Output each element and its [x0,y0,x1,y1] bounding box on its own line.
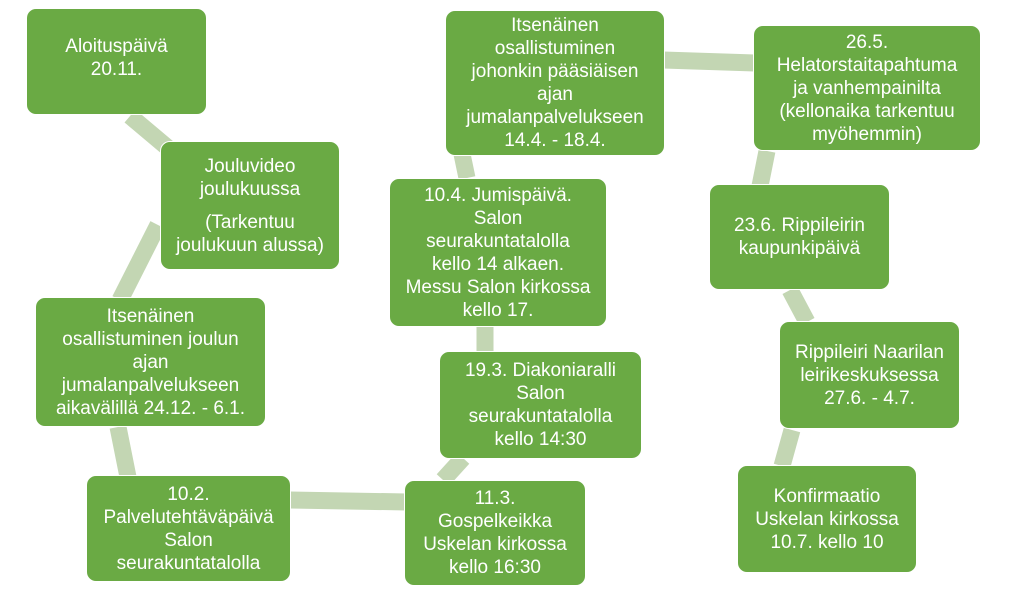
step-box-text: johonkin pääsiäisen [471,61,639,82]
step-box-text: kello 14 alkaen. [431,253,565,275]
step-box-text: joulukuussa [199,178,301,200]
step-box-paasiaisen-jumalanpalvelus: Itsenäinen osallistuminen johonkin pääsi… [445,10,665,156]
step-box-note: (Tarkentuu [205,211,295,233]
step-box-text: Salon [473,207,523,229]
step-box-diakoniaralli: 19.3. Diakoniaralli Salon seurakuntatalo… [439,351,642,459]
connector-9-10 [751,149,776,188]
connector-7-8 [453,152,476,180]
connector-11-12 [773,427,801,469]
step-box-joulun-jumalanpalvelus: Itsenäinen osallistuminen joulun ajan ju… [35,297,266,427]
step-box-text: kello 16:30 [449,557,541,578]
step-box-note: joulukuun alussa) [176,234,324,256]
step-box-text: leirikeskuksessa [800,364,939,386]
step-box-gospelkeikka: 11.3. Gospelkeikka Uskelan kirkossa kell… [404,480,586,586]
step-box-text: (kellonaika tarkentuu [779,100,955,122]
step-box-text: Aloituspäivä [65,36,168,57]
step-box-text: myöhemmin) [812,123,922,145]
step-box-text: 10.7. kello 10 [770,531,884,553]
step-box-text: Uskelan kirkossa [423,534,567,555]
step-box-text: aikavälillä 24.12. - 6.1. [55,397,246,419]
connector-10-11 [782,286,815,326]
step-box-text: kaupunkipäivä [738,238,861,259]
step-box-palvelutehtavapaiva: 10.2. Palvelutehtäväpäivä Salon seurakun… [86,475,291,582]
step-box-text: Salon [516,383,565,404]
step-box-text: osallistuminen [494,38,616,59]
step-box-text: Rippileiri Naarilan [795,341,944,363]
step-box-text: Jouluvideo [204,155,296,177]
step-box-jumispaiva: 10.4. Jumispäivä. Salon seurakuntataloll… [389,178,607,327]
step-box-kaupunkipaiva: 23.6. Rippileirin kaupunkipäivä [709,184,890,290]
step-box-text: Itsenäinen [106,305,195,327]
connector-5-6 [436,452,470,486]
step-box-text: osallistuminen joulun [62,328,239,350]
step-box-text: Gospelkeikka [437,511,553,532]
step-box-text: 19.3. Diakoniaralli [464,360,617,381]
step-box-helatorstaitapahtuma: 26.5. Helatorstaitapahtuma ja vanhempain… [753,25,981,151]
step-box-text: seurakuntatalolla [468,406,613,427]
step-box-text: Messu Salon kirkossa [405,276,591,298]
step-box-text: 20.11. [90,59,143,80]
step-box-text: 14.4. - 18.4. [504,130,606,151]
connector-2-3 [112,221,166,304]
step-box-text: 26.5. [845,31,889,53]
step-box-konfirmaatio: Konfirmaatio Uskelan kirkossa 10.7. kell… [737,465,917,573]
step-box-text: 10.2. [167,483,210,505]
step-box-text: kello 17. [462,299,534,321]
step-box-text: 27.6. - 4.7. [824,387,915,409]
step-box-text: 23.6. Rippileirin [734,215,865,236]
connector-1-2 [124,109,174,155]
step-box-text: jumalanpalvelukseen [61,374,240,396]
step-box-text: Salon [164,529,213,551]
step-box-text: jumalanpalvelukseen [466,107,644,128]
step-box-text: Helatorstaitapahtuma [776,54,958,76]
step-box-text: kello 14:30 [494,429,587,450]
step-box-text: seurakuntatalolla [426,230,570,252]
step-box-text: Palvelutehtäväpäivä [103,506,274,528]
step-box-text: ja vanhempainilta [793,77,941,99]
connector-3-4 [109,425,137,479]
step-box-rippileiri: Rippileiri Naarilan leirikeskuksessa 27.… [779,321,960,429]
step-box-jouluvideo: Jouluvideo joulukuussa (Tarkentuu jouluk… [160,141,340,270]
connector-8-9 [662,51,756,72]
step-box-text: Konfirmaatio [773,485,881,507]
step-box-text: 10.4. Jumispäivä. [424,184,572,206]
step-box-text: ajan [132,351,169,373]
step-box-text: seurakuntatalolla [116,552,261,574]
step-box-text: ajan [537,84,573,105]
connector-4-5 [289,491,408,511]
step-box-aloituspaiva: Aloituspäivä 20.11. [26,8,207,115]
step-box-text: Uskelan kirkossa [755,508,899,530]
step-box-text: Itsenäinen [511,15,599,36]
step-box-text: 11.3. [474,488,516,509]
